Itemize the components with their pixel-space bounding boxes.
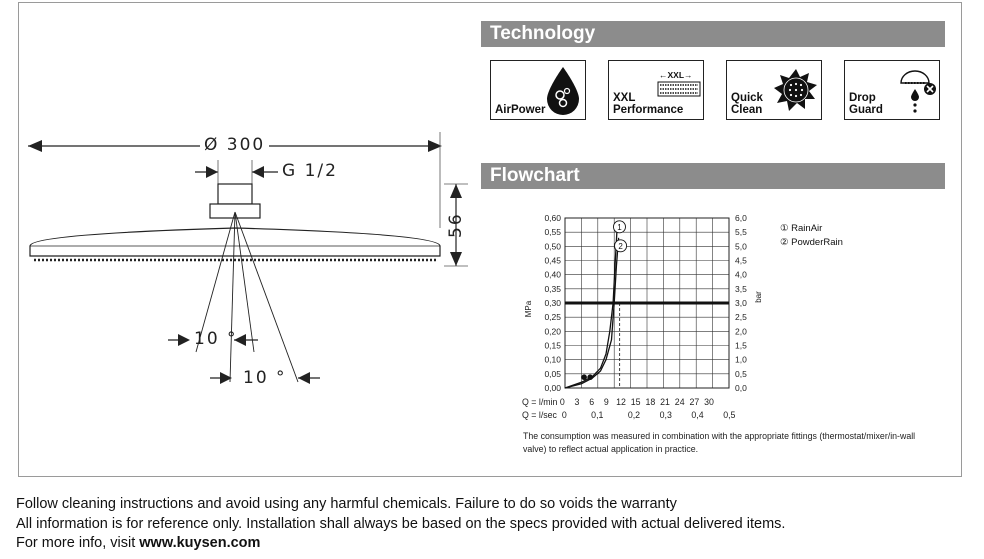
y-right-tick-label: 6,0 (735, 213, 747, 223)
y-left-tick-label: 0,35 (544, 284, 561, 294)
shower-drip-stop-icon (900, 70, 936, 113)
shower-head-drawing (28, 132, 468, 384)
y-left-tick-label: 0,05 (544, 369, 561, 379)
series-line-1 (564, 220, 619, 389)
xxl-badge: ←XXL→ (659, 70, 693, 80)
consumption-note: The consumption was measured in combinat… (523, 431, 916, 454)
series-badge-2 (614, 239, 628, 253)
feature-airpower: AirPower (490, 60, 586, 120)
flow-rate-chart: 0,00 0,0 0,05 0,5 0,10 1,0 0,15 1,5 0,20 2,0 0,25 2… (524, 213, 763, 393)
y-left-tick-label: 0,15 (544, 341, 561, 351)
y-left-tick-label: 0,50 (544, 241, 561, 251)
thread-label: G 1/2 (282, 161, 338, 181)
angle-label-1: 10 ° (194, 329, 238, 349)
y-right-tick-label: 4,0 (735, 270, 747, 280)
legend-entry-powderrain: ② PowderRain (780, 237, 843, 248)
series-badge-label-1: 1 (617, 223, 622, 232)
spray-nozzle-clean-icon (774, 69, 817, 111)
y-right-tick-label: 0,0 (735, 383, 747, 393)
y-left-tick-label: 0,30 (544, 298, 561, 308)
y-left-tick-label: 0,55 (544, 227, 561, 237)
feature-xxl-performance: ←XXL→ XXL Performance (608, 60, 704, 120)
technology-header: Technology (481, 21, 945, 47)
feature-label: Quick Clean (731, 92, 763, 116)
y-right-tick-label: 4,5 (735, 256, 747, 266)
y-right-tick-label: 3,0 (735, 298, 747, 308)
y-right-axis-label: bar (754, 291, 763, 303)
feature-label: Drop Guard (849, 92, 883, 116)
wide-spray-plate-icon (657, 81, 701, 97)
series-marker-2 (587, 374, 593, 381)
feature-label: AirPower (495, 104, 546, 116)
x-axis-lsec-row: Q = l/sec 0 0,1 0,2 0,3 0,4 0,5 (522, 410, 736, 420)
feature-drop-guard: Drop Guard (844, 60, 940, 120)
y-right-tick-label: 2,5 (735, 312, 747, 322)
y-right-tick-label: 1,0 (735, 355, 747, 365)
y-right-tick-label: 0,5 (735, 369, 747, 379)
y-left-axis-label: MPa (524, 300, 533, 317)
air-bubbles-drop-icon (547, 67, 579, 115)
diameter-label: Ø 300 (200, 135, 270, 155)
y-left-tick-label: 0,25 (544, 312, 561, 322)
series-marker-1 (581, 374, 587, 381)
chart-legend: ① RainAir ② PowderRain (780, 222, 843, 250)
y-left-tick-label: 0,00 (544, 383, 561, 393)
y-left-tick-label: 0,20 (544, 326, 561, 336)
flowchart-header: Flowchart (481, 163, 945, 189)
y-left-tick-label: 0,10 (544, 355, 561, 365)
series-line-2 (564, 237, 620, 389)
footer-line-3: For more info, visit www.kuysen.com (16, 534, 785, 554)
footer-line-2: All information is for reference only. I… (16, 515, 786, 532)
x-axis-lmin-row: Q = l/min 0 3 6 9 12 15 18 21 24 27 30 (522, 397, 714, 407)
footer-line-1: Follow cleaning instructions and avoid u… (16, 496, 677, 512)
y-left-tick-label: 0,45 (544, 256, 561, 266)
feature-quick-clean: Quick Clean (726, 60, 822, 120)
y-left-tick-label: 0,60 (544, 213, 561, 223)
angle-label-2: 10 ° (243, 368, 287, 388)
footer-text: Follow cleaning instructions and avoid u… (16, 495, 785, 554)
content-frame (18, 2, 962, 477)
y-right-tick-label: 2,0 (735, 326, 747, 336)
height-label: 56 (446, 212, 466, 238)
series-badge-label-2: 2 (618, 242, 623, 251)
footer-website-link[interactable]: www.kuysen.com (139, 535, 261, 551)
footer-more-info: For more info, visit (16, 535, 140, 551)
feature-label: XXL Performance (613, 92, 684, 116)
y-left-tick-label: 0,40 (544, 270, 561, 280)
y-right-tick-label: 5,0 (735, 241, 747, 251)
y-right-tick-label: 5,5 (735, 227, 747, 237)
y-right-tick-label: 1,5 (735, 341, 747, 351)
legend-entry-rainair: ① RainAir (780, 223, 823, 234)
series-badge-1 (613, 220, 626, 234)
y-right-tick-label: 3,5 (735, 284, 747, 294)
